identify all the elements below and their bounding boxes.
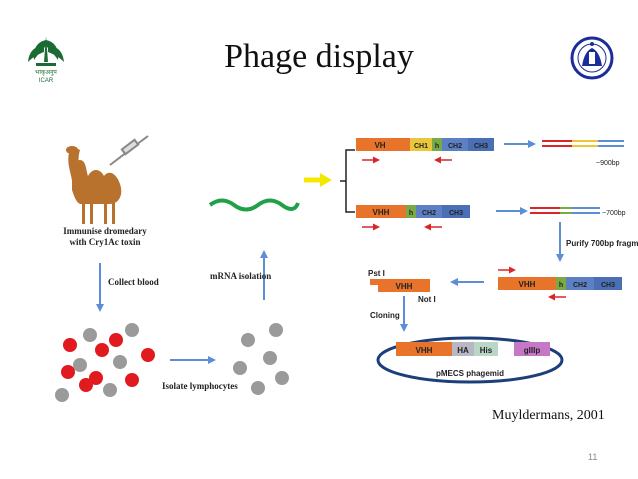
pst1-label: Pst I	[368, 269, 385, 278]
svg-text:VHH: VHH	[373, 208, 390, 217]
pointer-arrow	[304, 173, 332, 187]
svg-text:VH: VH	[374, 141, 385, 150]
pmecs-phagemid: VHH HA His gIIIp pMECS phagemid	[376, 336, 564, 384]
not1-label: Not I	[418, 295, 436, 304]
svg-text:CH2: CH2	[422, 210, 436, 217]
svg-text:CH1: CH1	[414, 143, 428, 150]
heavy-chain-size: ~900bp	[596, 160, 620, 167]
svg-text:CH2: CH2	[448, 143, 462, 150]
institute-emblem-logo	[570, 36, 614, 80]
hcab-chain-product	[530, 207, 600, 214]
svg-text:VHH: VHH	[519, 280, 536, 289]
slide-number: 11	[588, 452, 598, 462]
lymphocytes	[233, 323, 289, 395]
svg-text:CH3: CH3	[449, 210, 463, 217]
svg-text:ICAR: ICAR	[39, 78, 54, 84]
mrna-wave	[208, 198, 300, 212]
purify-label: Purify 700bp fragme	[566, 239, 638, 248]
svg-text:h: h	[435, 143, 439, 150]
isolate-lymphocytes-label: Isolate lymphocytes	[162, 381, 238, 391]
heavy-chain-product	[542, 140, 624, 147]
pcr-product-construct: VHH h CH2 CH3	[498, 277, 622, 290]
svg-text:VHH: VHH	[396, 282, 413, 291]
icar-logo: भाकृअनुप ICAR	[28, 36, 64, 84]
bracket	[340, 149, 355, 213]
camel-caption: Immunise dromedary with Cry1Ac toxin	[63, 226, 147, 247]
svg-text:h: h	[559, 282, 563, 289]
svg-text:gIIIp: gIIIp	[524, 346, 541, 355]
svg-text:CH3: CH3	[474, 143, 488, 150]
svg-text:h: h	[409, 210, 413, 217]
svg-text:His: His	[480, 346, 493, 355]
camel-icon	[66, 146, 122, 224]
digested-vhh: VHH	[370, 279, 430, 292]
svg-text:VHH: VHH	[416, 346, 433, 355]
svg-text:pMECS phagemid: pMECS phagemid	[436, 369, 504, 378]
citation: Muyldermans, 2001	[492, 408, 605, 423]
blood-cells	[55, 323, 155, 402]
svg-text:CH2: CH2	[573, 282, 587, 289]
cloning-label: Cloning	[370, 311, 400, 320]
syringe-icon	[109, 135, 149, 166]
svg-text:HA: HA	[457, 346, 469, 355]
hcab-chain-size: ~700bp	[602, 210, 626, 217]
svg-text:CH3: CH3	[601, 282, 615, 289]
mrna-isolation-label: mRNA isolation	[210, 271, 272, 281]
svg-text:भाकृअनुप: भाकृअनुप	[35, 70, 57, 76]
slide-title: Phage display	[224, 38, 414, 75]
collect-blood-label: Collect blood	[108, 277, 159, 287]
hcab-chain-construct: VHH h CH2 CH3	[356, 205, 470, 218]
heavy-chain-construct: VH CH1 h CH2 CH3	[356, 138, 494, 151]
